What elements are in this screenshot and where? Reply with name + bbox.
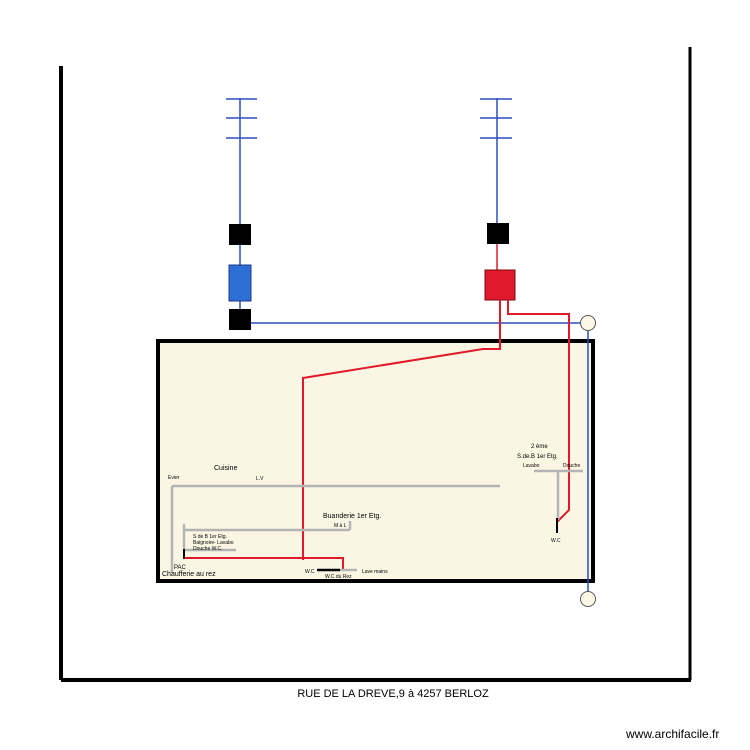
- label-sdb-line1: S de B 1er Etg.: [193, 534, 227, 540]
- label-cuisine: Cuisine: [214, 465, 237, 472]
- label-sdb-line2: Baignoire- Lavabo: [193, 540, 234, 546]
- label-evier: Evier: [168, 475, 180, 481]
- label-buanderie: Buanderie 1er Etg.: [323, 513, 381, 520]
- label-wc-right: W.C: [551, 538, 561, 544]
- house-floor: [156, 339, 595, 583]
- label-pac: PAC: [174, 565, 187, 571]
- hot-water-supply: [184, 98, 570, 570]
- label-chaufferie: Chaufferie au rez: [162, 571, 216, 578]
- cold-water-valve: [229, 309, 251, 330]
- water-meter-cold: [229, 224, 251, 245]
- branch-lines: [170, 469, 583, 573]
- label-deuxieme: 2 ème: [531, 444, 548, 450]
- water-meter-hot: [487, 223, 509, 244]
- credit-link[interactable]: www.archifacile.fr: [626, 727, 720, 741]
- address-caption: RUE DE LA DREVE,9 à 4257 BERLOZ: [297, 688, 489, 700]
- property-boundary: [59, 47, 692, 682]
- label-douche: Douche: [563, 463, 580, 469]
- label-mal: M à L: [334, 523, 347, 529]
- cold-water-supply: [226, 98, 596, 607]
- connection-node-bottom: [580, 591, 596, 607]
- cold-water-tank: [228, 264, 252, 302]
- label-lv: L.V: [256, 476, 264, 482]
- label-wc-du-rez: W.C du Rez: [325, 574, 352, 580]
- hot-water-tank: [484, 269, 516, 301]
- connection-node-top: [580, 315, 596, 331]
- label-sdb-line3: Douche W.C.: [193, 546, 222, 552]
- label-lave-mains: Lave mains: [362, 569, 388, 575]
- label-sdb-1er: S.de.B 1er Etg.: [517, 454, 558, 460]
- label-wc-rez: W.C: [305, 569, 315, 575]
- label-lavabo: Lavabo: [523, 463, 540, 469]
